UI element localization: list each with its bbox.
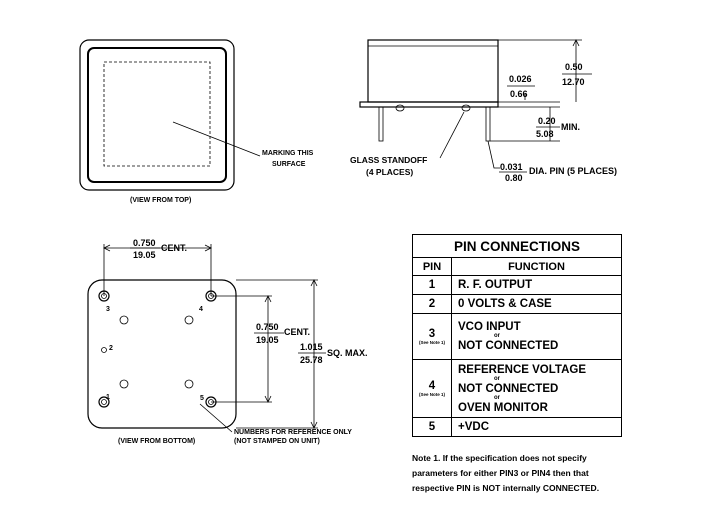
hspacing-suffix: CENT. <box>161 243 187 253</box>
pin-3-marker <box>98 290 110 302</box>
pin-function: VCO INPUT <box>458 321 521 333</box>
table-row: 3 (See Note 1) VCO INPUT or NOT CONNECTE… <box>412 313 622 360</box>
see-note-label: (See Note 1) <box>418 392 445 397</box>
pin-function: NOT CONNECTED <box>458 382 559 395</box>
pin-table-title: PIN CONNECTIONS <box>412 234 622 258</box>
top-view: MARKING THIS SURFACE (VIEW FROM TOP) <box>79 39 314 204</box>
see-note-label: (See Note 1) <box>418 340 445 345</box>
note-text: Note 1. If the specification does not sp… <box>412 451 642 496</box>
header-flange <box>359 101 499 108</box>
numbers-leader <box>199 403 233 433</box>
pindia-suffix: DIA. PIN (5 PLACES) <box>529 166 617 176</box>
note-line: respective PIN is NOT internally CONNECT… <box>412 483 600 493</box>
height-mm: 12.70 <box>562 77 585 87</box>
pin-label-2: 2 <box>109 345 113 352</box>
pin-number: 5 <box>428 421 436 433</box>
standoff-4 <box>184 379 194 389</box>
bottom-view-caption: (VIEW FROM BOTTOM) <box>118 438 195 445</box>
note-line: Note 1. If the specification does not sp… <box>412 453 587 463</box>
glass-bead-left <box>395 104 405 112</box>
pin-number: 2 <box>428 298 436 310</box>
pindia-mm: 0.80 <box>505 173 523 183</box>
pin-connections-table: PIN CONNECTIONS PIN FUNCTION 1 R. F. OUT… <box>412 234 622 437</box>
package-inner-outline <box>87 47 227 183</box>
pin-function: NOT CONNECTED <box>458 340 559 352</box>
col-function-header: FUNCTION <box>451 257 622 276</box>
pinlen-suffix: MIN. <box>561 122 580 132</box>
pin-function: R. F. OUTPUT <box>458 279 533 291</box>
glass-standoff-label: GLASS STANDOFF <box>350 155 427 165</box>
table-row: 1 R. F. OUTPUT <box>412 275 622 295</box>
pin-5-marker <box>205 396 217 408</box>
marking-leader <box>172 121 261 157</box>
pinlen-mm: 5.08 <box>536 129 554 139</box>
vspacing-mm: 19.05 <box>256 335 279 345</box>
pin-label-1: 1 <box>106 394 110 401</box>
top-view-caption: (VIEW FROM TOP) <box>130 197 191 204</box>
pin-label-3: 3 <box>106 306 110 313</box>
marking-label-1: MARKING THIS <box>262 150 314 157</box>
or-label: or <box>494 394 500 401</box>
numbers-note-2: (NOT STAMPED ON UNIT) <box>234 438 320 445</box>
pin-function: OVEN MONITOR <box>458 401 548 414</box>
size-suffix: SQ. MAX. <box>327 348 368 358</box>
numbers-note-1: NUMBERS FOR REFERENCE ONLY <box>234 429 352 436</box>
pindia-in: 0.031 <box>500 162 523 172</box>
can-body <box>367 39 499 103</box>
table-row: 2 0 VOLTS & CASE <box>412 294 622 314</box>
side-view: 0.50 12.70 0.026 0.66 0.20 5.08 MIN. GLA… <box>350 39 617 183</box>
height-arrow <box>572 39 580 47</box>
package-outline-bottom <box>87 279 237 429</box>
package-outline-top <box>79 39 235 191</box>
marking-label-2: SURFACE <box>272 161 306 168</box>
pin-function: +VDC <box>458 421 489 433</box>
pin-function: REFERENCE VOLTAGE <box>458 363 586 376</box>
note-line: parameters for either PIN3 or PIN4 then … <box>412 468 589 478</box>
pin-number: 3 <box>428 328 436 340</box>
pin-4-marker <box>205 290 217 302</box>
pin-number: 1 <box>428 279 436 291</box>
height-in: 0.50 <box>565 62 583 72</box>
standoff-mm: 0.66 <box>510 89 528 99</box>
vspacing-suffix: CENT. <box>284 327 310 337</box>
glass-bead-right <box>461 104 471 112</box>
size-in: 1.015 <box>300 342 323 352</box>
or-label: or <box>494 333 500 339</box>
col-pin-header: PIN <box>412 257 452 276</box>
pindia-leader <box>487 140 500 169</box>
pin-label-4: 4 <box>199 306 203 313</box>
standoff-2 <box>184 315 194 325</box>
pin-2-marker <box>101 347 107 353</box>
table-row: 4 (See Note 1) REFERENCE VOLTAGE or NOT … <box>412 359 622 418</box>
pin-right <box>485 106 491 142</box>
vspacing-in: 0.750 <box>256 322 279 332</box>
pin-left <box>378 106 384 142</box>
marking-area <box>103 61 211 167</box>
hspacing-in: 0.750 <box>133 238 156 248</box>
standoff-in: 0.026 <box>509 74 532 84</box>
pin-label-5: 5 <box>200 395 204 402</box>
pinlen-in: 0.20 <box>538 116 556 126</box>
pin-number: 4 <box>428 380 436 392</box>
pin-1-marker <box>98 396 110 408</box>
pin-function: 0 VOLTS & CASE <box>458 298 552 310</box>
size-mm: 25.78 <box>300 355 323 365</box>
bottom-view: 0.750 19.05 CENT. 0.750 19.05 CENT. 1.01… <box>87 238 368 445</box>
standoff-3 <box>119 379 129 389</box>
glass-standoff-places: (4 PLACES) <box>366 167 413 177</box>
table-row: 5 +VDC <box>412 417 622 437</box>
hspacing-mm: 19.05 <box>133 250 156 260</box>
or-label: or <box>494 375 500 382</box>
standoff-1 <box>119 315 129 325</box>
glass-leader <box>439 111 465 159</box>
